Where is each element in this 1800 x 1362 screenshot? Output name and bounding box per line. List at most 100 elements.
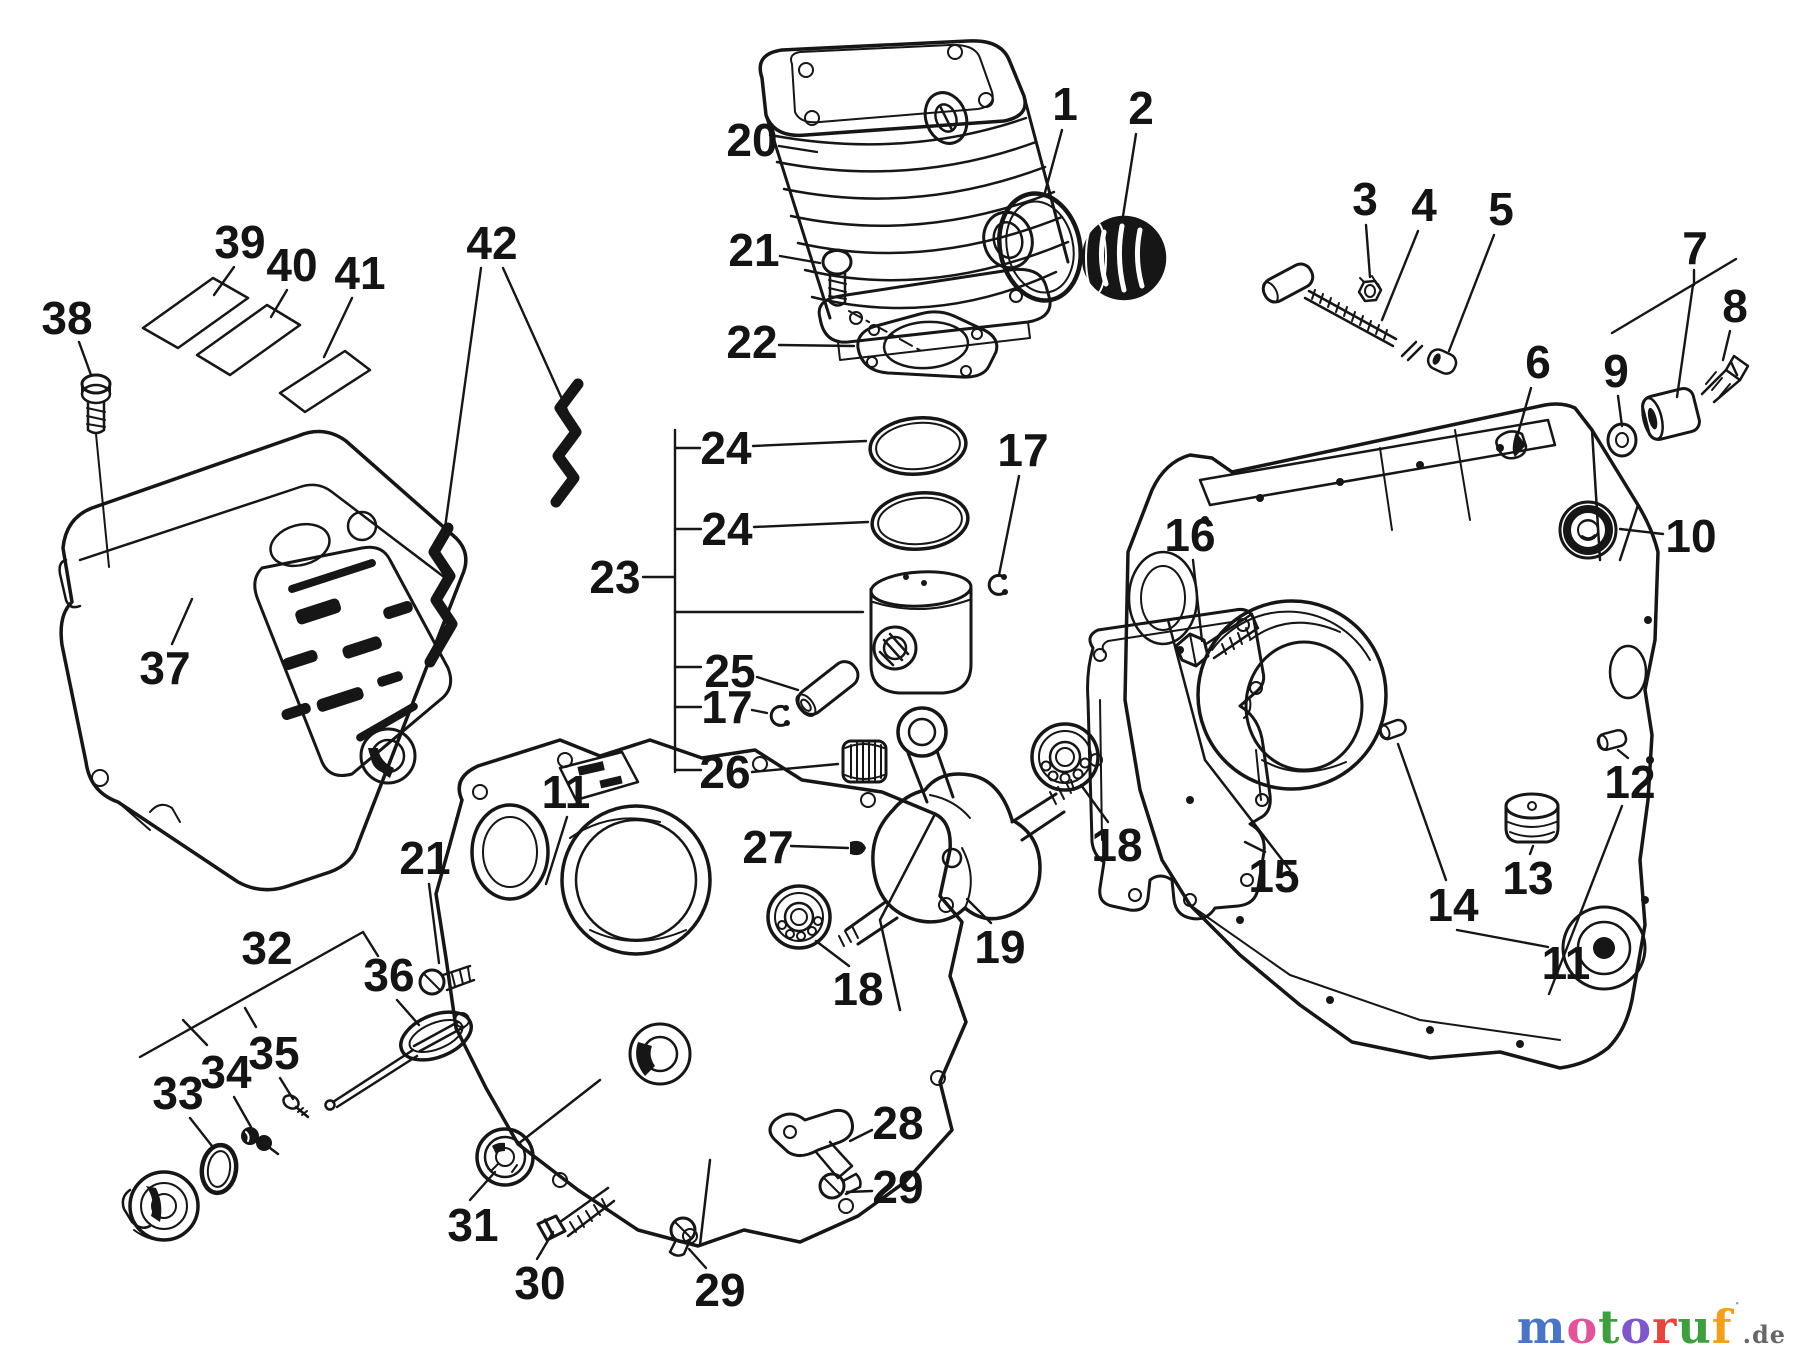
part-seal-10 <box>1558 500 1618 560</box>
diagram-line <box>1579 519 1597 540</box>
diagram-line <box>807 926 817 936</box>
callout-21: 21 <box>728 224 779 276</box>
diagram-line <box>1261 262 1315 304</box>
diagram-line <box>1326 996 1334 1004</box>
diagram-line <box>930 1070 946 1086</box>
diagram-line <box>878 632 910 667</box>
leader-11-0 <box>1455 928 1550 949</box>
callout-1: 1 <box>1052 78 1078 130</box>
leader-12-0 <box>1616 748 1630 760</box>
leader-2-0 <box>1121 132 1138 218</box>
part-buffer-7 <box>1641 386 1701 442</box>
diagram-line <box>1204 612 1260 660</box>
part-bolt-16 <box>1174 612 1260 668</box>
diagram-line <box>1189 633 1197 667</box>
leader-32-2 <box>243 1006 258 1029</box>
diagram-line <box>346 510 378 542</box>
part-dipstick-36 <box>324 1010 473 1111</box>
diagram-line <box>868 416 968 476</box>
diagram-line <box>482 816 538 888</box>
diagram-line <box>1196 599 1388 791</box>
diagram-line <box>1198 418 1557 507</box>
part-oring-1 <box>997 191 1083 303</box>
part-bracket-28 <box>768 1108 854 1180</box>
diagram-line <box>997 191 1083 303</box>
callout-40: 40 <box>266 239 317 291</box>
diagram-line <box>324 1099 336 1111</box>
callout-32: 32 <box>241 922 292 974</box>
diagram-line <box>768 1108 854 1157</box>
diagram-line <box>1128 888 1142 902</box>
diagram-line <box>674 1221 692 1239</box>
diagram-line <box>451 967 471 987</box>
leader-42-1 <box>501 266 573 421</box>
watermark-letter: o <box>1620 1300 1653 1354</box>
diagram-line <box>1593 937 1615 959</box>
leader-29-0 <box>687 1247 708 1270</box>
diagram-line <box>1072 768 1084 780</box>
diagram-line <box>1249 681 1263 695</box>
leader-37-0 <box>170 597 194 646</box>
diagram-line <box>1079 757 1091 769</box>
diagram-line <box>795 693 817 717</box>
callout-11: 11 <box>1542 937 1591 989</box>
callout-22: 22 <box>726 316 777 368</box>
diagram-line <box>1189 429 1561 1041</box>
callout-41: 41 <box>334 247 385 299</box>
part-crankcase-right <box>1123 402 1660 1070</box>
diagram-line <box>256 1135 272 1151</box>
callout-29: 29 <box>694 1264 745 1316</box>
diagram-line <box>1378 718 1407 741</box>
part-screw-38 <box>80 373 112 435</box>
leader-25-0 <box>755 675 800 692</box>
diagram-line <box>838 1198 854 1214</box>
diagram-line <box>295 598 342 625</box>
diagram-line <box>790 908 808 926</box>
part-valve-5 <box>1426 348 1458 375</box>
diagram-line <box>783 705 789 711</box>
diagram-line <box>774 892 824 942</box>
part-screw-29-right <box>818 1172 862 1200</box>
diagram-line <box>1606 422 1638 458</box>
leader-12-1 <box>1547 804 1624 996</box>
diagram-line <box>483 1135 527 1179</box>
watermark-logo: motoruf˙.de <box>1517 1300 1786 1354</box>
diagram-line <box>1240 873 1254 887</box>
leader-19-0 <box>965 897 993 925</box>
diagram-line <box>947 44 963 60</box>
diagram-line <box>1364 284 1376 298</box>
diagram-line <box>1081 215 1167 301</box>
leader-21-0 <box>778 254 822 265</box>
callout-17: 17 <box>701 681 752 733</box>
part-cylinder <box>758 39 1070 361</box>
part-piston-ring-top <box>868 416 968 476</box>
part-decal-41 <box>278 349 372 414</box>
watermark-letter: m <box>1516 1300 1567 1354</box>
diagram-line <box>356 702 418 742</box>
diagram-line <box>1030 722 1100 792</box>
diagram-line <box>1085 221 1107 295</box>
callout-18: 18 <box>832 963 883 1015</box>
diagram-line <box>814 1140 854 1180</box>
leader-6-0 <box>1513 386 1533 446</box>
diagram-line <box>826 250 848 255</box>
diagram-line <box>195 303 302 377</box>
callout-38: 38 <box>41 292 92 344</box>
diagram-line <box>1049 779 1075 805</box>
callout-27: 27 <box>742 821 793 873</box>
diagram-line <box>768 116 1070 310</box>
callout-4: 4 <box>1411 179 1437 231</box>
diagram-line <box>342 636 382 659</box>
leader-7-1 <box>1610 257 1738 335</box>
leader-34-0 <box>232 1095 253 1129</box>
diagram-line <box>1504 804 1560 844</box>
diagram-line <box>1700 368 1742 404</box>
part-grommet-34 <box>241 1127 280 1156</box>
diagram-line <box>818 1172 846 1200</box>
leader-10-0 <box>1618 527 1665 536</box>
part-pin-12 <box>1596 728 1628 752</box>
leader-16-0 <box>1191 558 1204 643</box>
diagram-line <box>1099 621 1262 841</box>
leader-7-2 <box>1675 283 1695 399</box>
leader-42-0 <box>442 266 483 537</box>
